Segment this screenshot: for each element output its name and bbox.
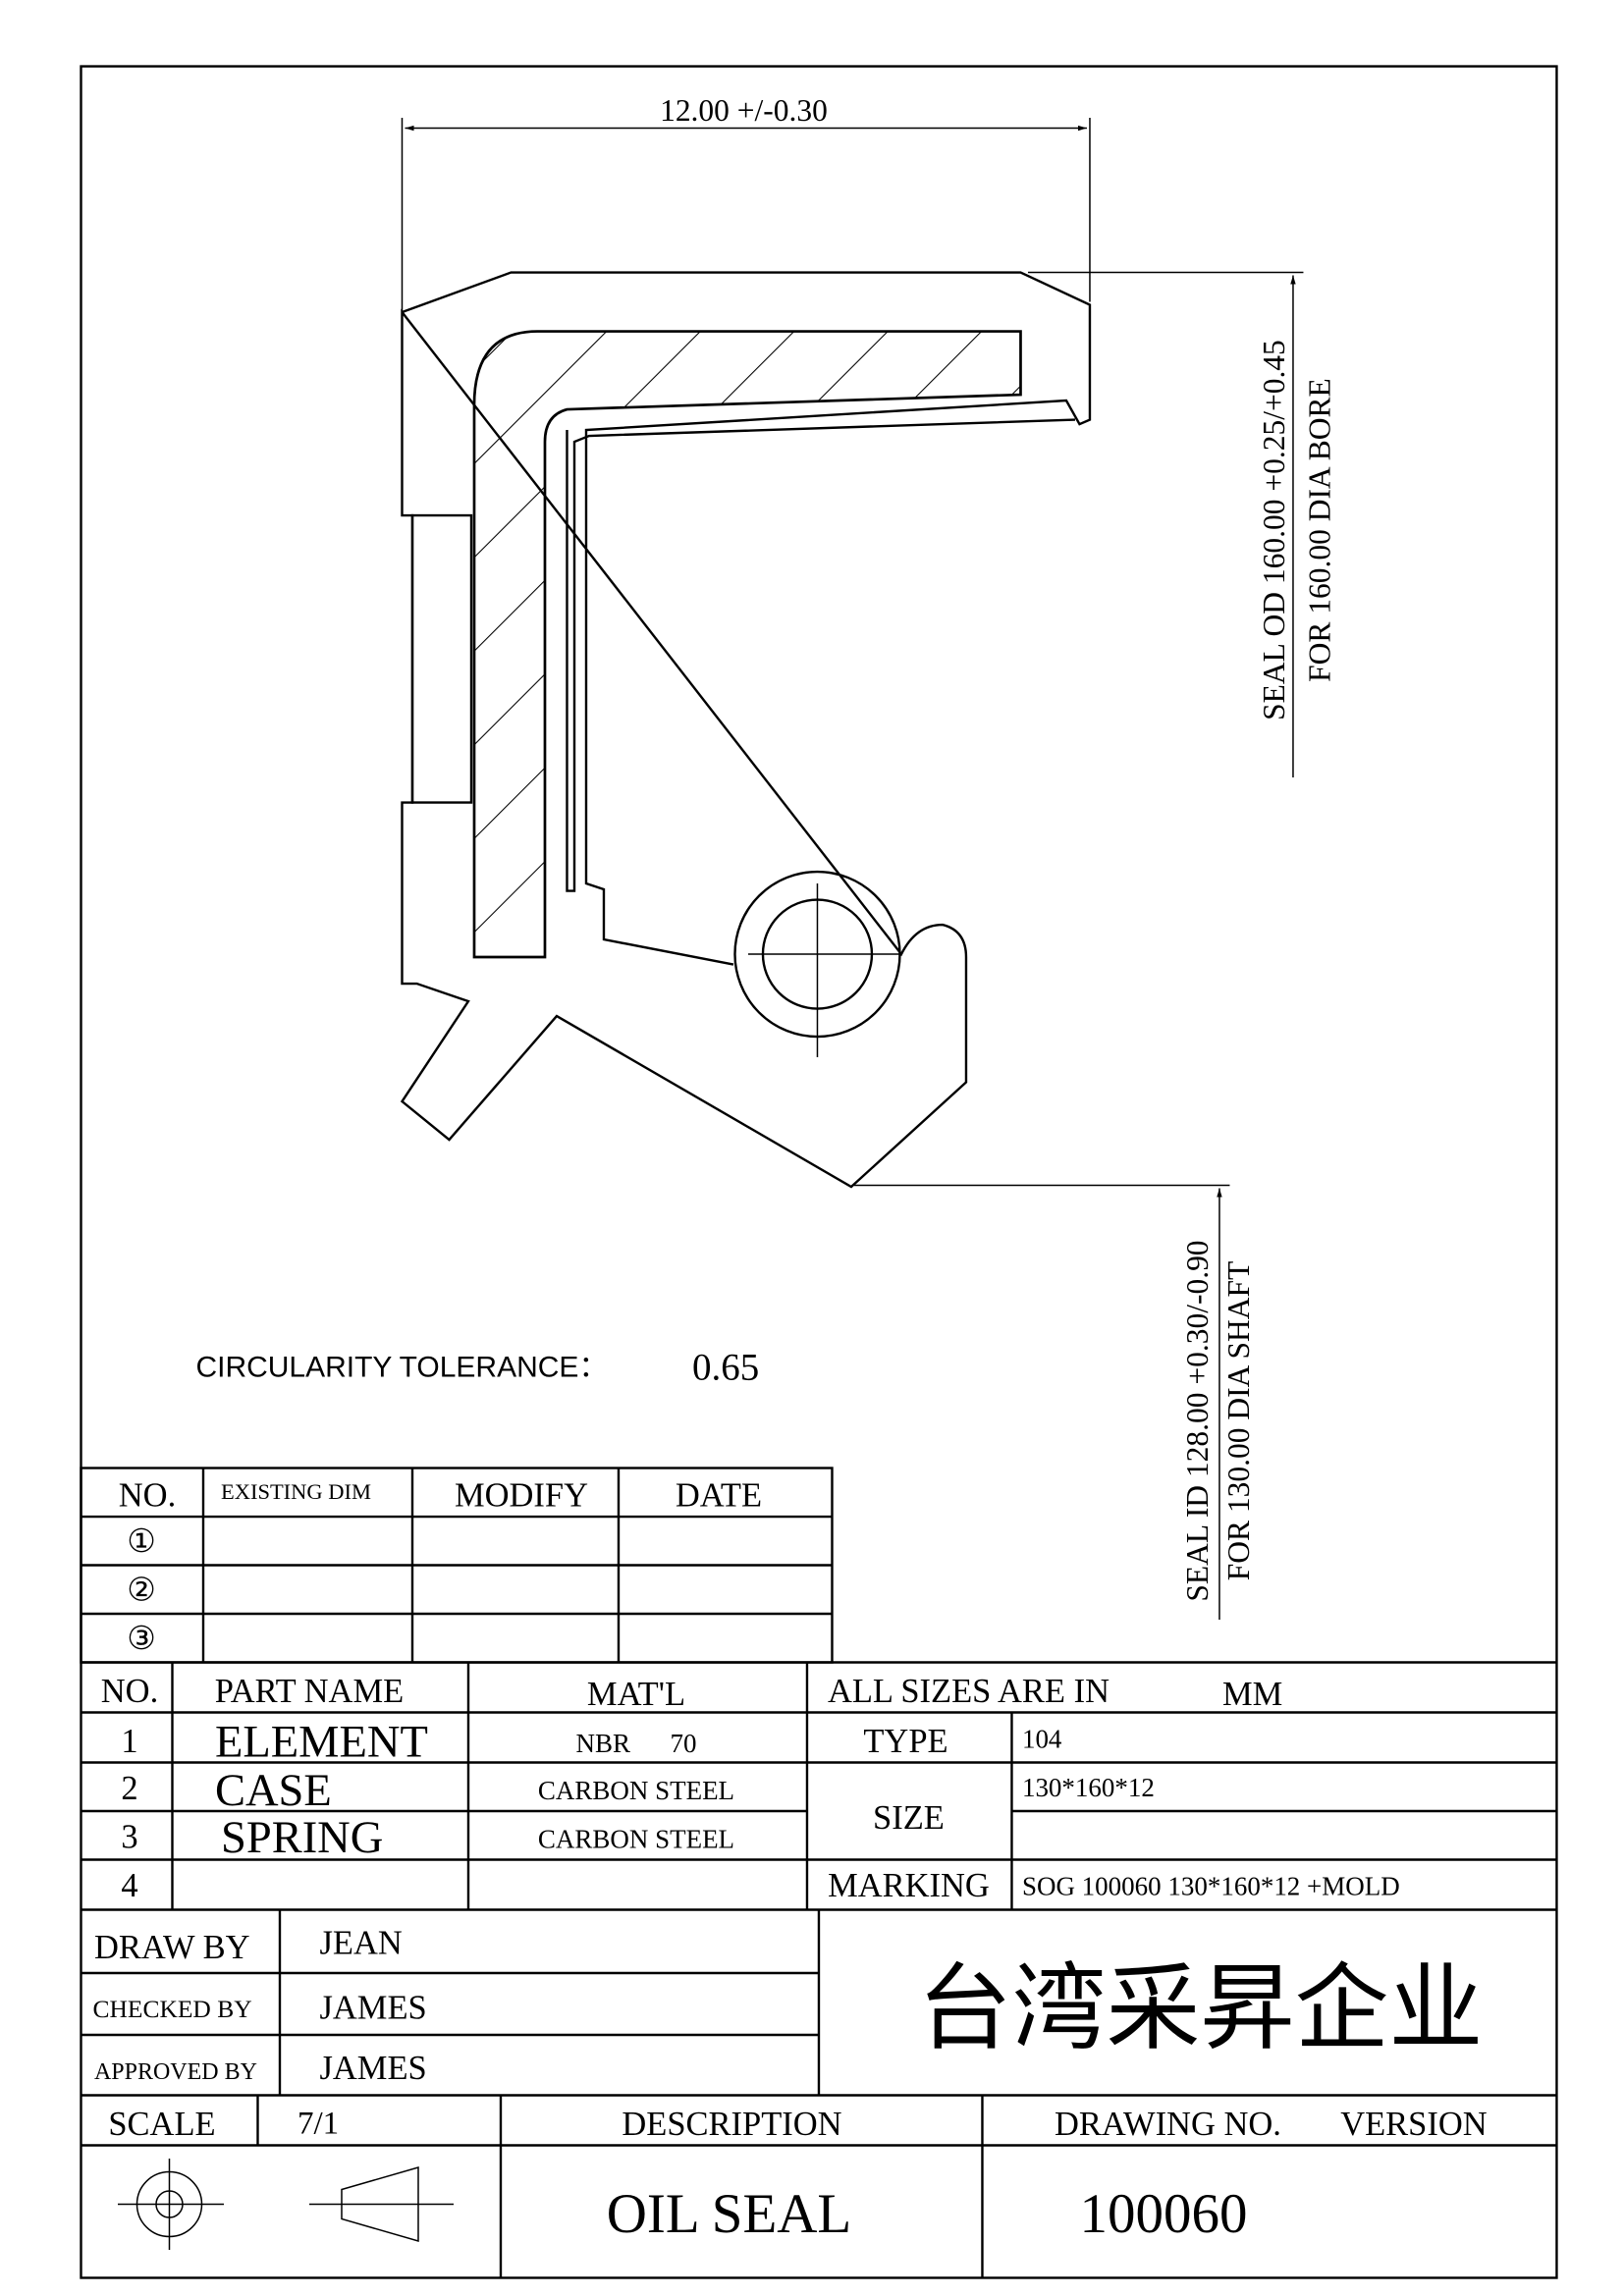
- rev-row-no: ③: [127, 1622, 156, 1657]
- parts-header-no: NO.: [101, 1673, 158, 1710]
- scale-label: SCALE: [108, 2106, 215, 2143]
- rev-header-modify: MODIFY: [455, 1477, 588, 1515]
- part-no: 3: [121, 1819, 137, 1856]
- circularity-label: CIRCULARITY TOLERANCE：: [195, 1352, 608, 1384]
- approved-by-label: APPROVED BY: [94, 2059, 257, 2085]
- seal-cross-section: [400, 271, 1092, 1189]
- marking-value: SOG 100060 130*160*12 +MOLD: [1022, 1872, 1400, 1901]
- company-name: 台湾采昇企业: [918, 1956, 1484, 2061]
- id-dimension: SEAL ID 128.00 +0.30/-0.90 FOR 130.00 DI…: [853, 1184, 1256, 1621]
- projection-circle-icon: [117, 2158, 224, 2250]
- units-value: MM: [1222, 1676, 1282, 1713]
- id-note-text: FOR 130.00 DIA SHAFT: [1221, 1261, 1256, 1580]
- rev-header-existing: EXISTING DIM: [221, 1479, 371, 1504]
- description-value: OIL SEAL: [607, 2183, 852, 2245]
- rev-header-no: NO.: [119, 1477, 176, 1515]
- description-label: DESCRIPTION: [622, 2106, 841, 2143]
- draw-by-label: DRAW BY: [94, 1929, 250, 1966]
- part-name: ELEMENT: [215, 1718, 428, 1768]
- part-name: CASE: [215, 1766, 332, 1816]
- part-material: CARBON STEEL: [538, 1825, 734, 1854]
- draw-by-value: JEAN: [319, 1925, 402, 1962]
- parts-header-name: PART NAME: [215, 1673, 404, 1710]
- circularity-value: 0.65: [692, 1347, 759, 1389]
- drawing-no-label: DRAWING NO.: [1055, 2106, 1281, 2143]
- od-dimension-text: SEAL OD 160.00 +0.25/+0.45: [1257, 340, 1291, 721]
- id-dimension-text: SEAL ID 128.00 +0.30/-0.90: [1180, 1240, 1215, 1601]
- type-label: TYPE: [863, 1723, 947, 1760]
- drawing-no-value: 100060: [1079, 2183, 1247, 2245]
- scale-value: 7/1: [298, 2106, 339, 2141]
- part-material: CARBON STEEL: [538, 1776, 734, 1805]
- width-dimension-text: 12.00 +/-0.30: [660, 93, 828, 128]
- type-value: 104: [1022, 1725, 1062, 1754]
- checked-by-label: CHECKED BY: [92, 1995, 251, 2023]
- od-note-text: FOR 160.00 DIA BORE: [1302, 378, 1336, 682]
- rev-row-no: ①: [127, 1524, 156, 1560]
- title-block: [81, 2095, 1557, 2278]
- units-label: ALL SIZES ARE IN: [828, 1673, 1110, 1710]
- size-label: SIZE: [873, 1799, 945, 1837]
- approvals-block: [81, 1909, 1557, 2097]
- marking-label: MARKING: [828, 1867, 990, 1904]
- spring-icon: [733, 870, 901, 1058]
- approved-by-value: JAMES: [319, 2050, 426, 2087]
- part-no: 2: [121, 1770, 137, 1807]
- projection-cone-icon: [308, 2165, 454, 2242]
- metal-case: [472, 330, 1022, 959]
- part-name: SPRING: [221, 1813, 383, 1863]
- checked-by-value: JAMES: [319, 1989, 426, 2026]
- part-no: 1: [121, 1723, 137, 1760]
- width-dimension: 12.00 +/-0.30: [401, 93, 1091, 313]
- od-dimension: SEAL OD 160.00 +0.25/+0.45 FOR 160.00 DI…: [1027, 271, 1336, 778]
- size-value: 130*160*12: [1022, 1773, 1155, 1802]
- part-no: 4: [121, 1867, 137, 1904]
- rev-header-date: DATE: [676, 1477, 762, 1515]
- rev-row-no: ②: [127, 1574, 156, 1609]
- part-material: NBR 70: [576, 1729, 697, 1758]
- version-label: VERSION: [1340, 2106, 1488, 2143]
- drawing-frame: [80, 65, 1558, 2279]
- parts-header-material: MAT'L: [587, 1676, 685, 1713]
